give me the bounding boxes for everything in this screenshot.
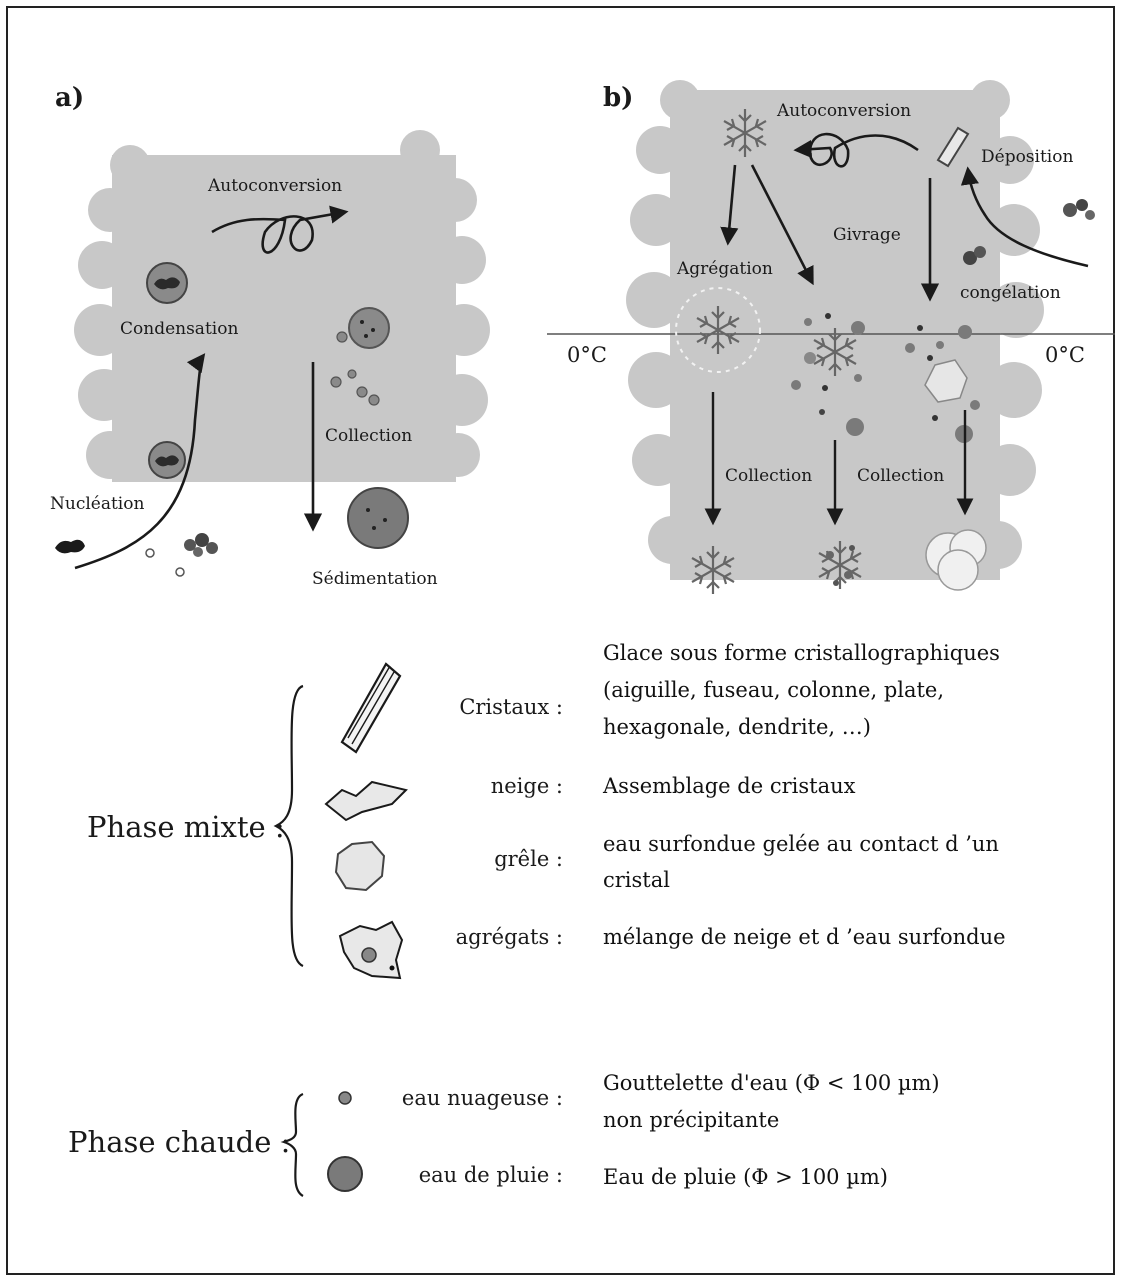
label-autoconversion-a: Autoconversion [207,176,342,196]
hail-icon [336,842,384,890]
panel-b-tag: b) [603,83,633,113]
label-phase-mixte: Phase mixte : [87,810,285,844]
snow-icon [326,782,406,820]
label-deposition: Déposition [981,147,1073,167]
label-zero-left: 0°C [567,343,607,367]
legend-desc-cristaux-2: (aiguille, fuseau, colonne, plate, [603,678,944,702]
label-givrage: Givrage [833,225,901,245]
legend-desc-eau-nuageuse-1: Gouttelette d'eau (Φ < 100 µm) [603,1071,940,1095]
aerosol-cluster-a [146,533,218,576]
graupel-bottom [926,530,986,590]
legend-desc-agregats: mélange de neige et d ’eau surfondue [603,925,1006,949]
crystal-icon [342,664,400,752]
label-agregation: Agrégation [676,259,773,279]
legend-desc-cristaux-3: hexagonale, dendrite, …) [603,715,871,739]
label-collection-b1: Collection [725,466,812,486]
panel-a-tag: a) [55,83,84,113]
label-zero-right: 0°C [1045,343,1085,367]
aerosol-particle [55,540,85,554]
legend-desc-eau-nuageuse-2: non précipitante [603,1108,779,1132]
label-collection-b2: Collection [857,466,944,486]
label-nucleation: Nucléation [50,494,144,514]
raindrop-a [348,488,408,548]
label-phase-chaude: Phase chaude : [68,1125,290,1159]
legend-name-agregats: agrégats : [456,925,563,949]
label-congelation: congélation [960,283,1061,303]
legend-name-neige: neige : [491,774,563,798]
aggregate-icon [340,922,402,978]
legend-desc-grele-1: eau surfondue gelée au contact d ’un [603,832,999,856]
legend-name-cristaux: Cristaux : [459,695,563,719]
label-condensation: Condensation [120,319,238,339]
legend-desc-grele-2: cristal [603,868,670,892]
legend-name-eau-nuageuse: eau nuageuse : [402,1086,563,1110]
label-autoconversion-b: Autoconversion [776,101,911,121]
collector-drop [349,308,389,348]
legend-name-eau-de-pluie: eau de pluie : [419,1163,563,1187]
cloud-droplet-icon [339,1092,351,1104]
legend-name-grele: grêle : [494,847,563,871]
raindrop-icon [328,1157,362,1191]
label-collection-a: Collection [325,426,412,446]
legend-desc-eau-de-pluie: Eau de pluie (Φ > 100 µm) [603,1165,888,1189]
legend-desc-cristaux-1: Glace sous forme cristallographiques [603,641,1000,665]
legend-desc-neige: Assemblage de cristaux [602,774,856,798]
label-sedimentation: Sédimentation [312,569,438,589]
